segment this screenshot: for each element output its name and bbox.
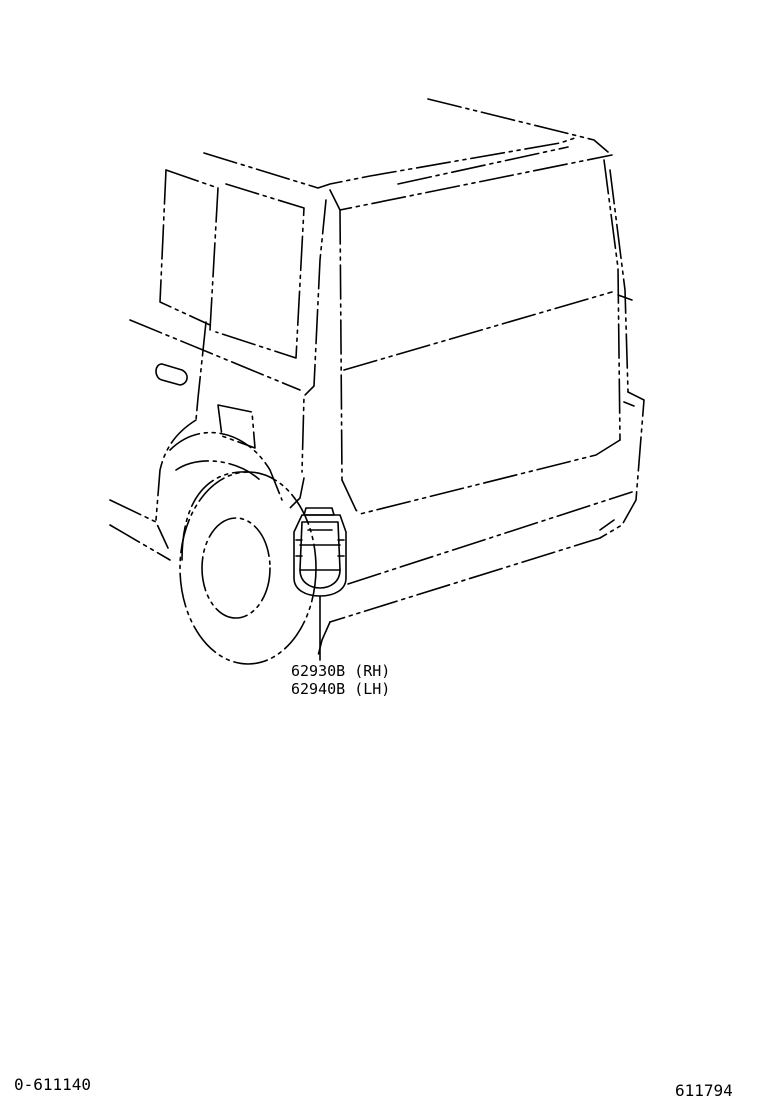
side-window xyxy=(159,169,305,359)
roof-outline xyxy=(203,98,613,211)
illustration-code-left: 0-611140 xyxy=(14,1075,92,1094)
rear-wheel xyxy=(169,431,317,665)
d-pillar xyxy=(301,199,343,481)
tail-lamp xyxy=(293,507,347,597)
door-handle xyxy=(155,363,188,386)
illustration-code-right: 611794 xyxy=(675,1081,733,1100)
part-number-rh: 62930B (RH) xyxy=(291,662,391,680)
body-side xyxy=(109,319,301,561)
rear-hatch xyxy=(341,159,633,515)
fuel-lid xyxy=(217,404,256,449)
part-number-lh: 62940B (LH) xyxy=(291,680,391,698)
